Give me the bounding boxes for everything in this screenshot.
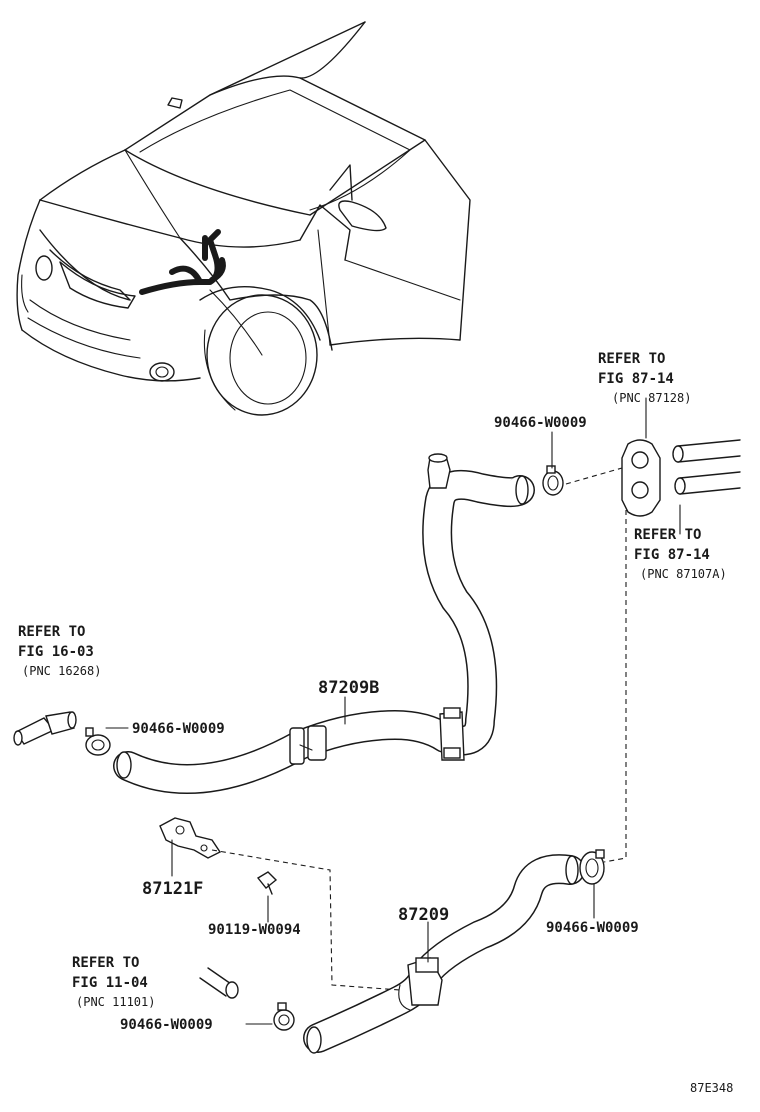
clamp-bottom-label: 90466-W0009 [120, 1017, 213, 1033]
clamp-top [542, 465, 564, 496]
refer-right-line1: REFER TO [634, 527, 701, 543]
refer-top-line2: FIG 87-14 [598, 371, 674, 387]
engine-pipe-bottom [199, 967, 239, 999]
refer-left-line2: FIG 16-03 [18, 644, 94, 660]
refer-top-line3: (PNC 87128) [612, 391, 691, 405]
heater-pipes [621, 439, 741, 517]
clamp-left [85, 727, 111, 756]
figure-code: 87E348 [690, 1081, 733, 1095]
hose-87209b [113, 453, 535, 794]
bracket-87121f [159, 817, 222, 859]
bracket-label: 87121F [142, 879, 203, 899]
clamp-bottom [273, 1002, 295, 1031]
bolt-90119 [256, 871, 278, 895]
refer-right-line2: FIG 87-14 [634, 547, 710, 563]
car-illustration [16, 21, 471, 416]
clamp-left-label: 90466-W0009 [132, 721, 225, 737]
refer-left-line3: (PNC 16268) [22, 664, 101, 678]
clamp-right-label: 90466-W0009 [546, 920, 639, 936]
refer-bottom-line2: FIG 11-04 [72, 975, 148, 991]
refer-bottom-line1: REFER TO [72, 955, 139, 971]
refer-bottom-line3: (PNC 11101) [76, 995, 155, 1009]
callout-labels: REFER TO FIG 87-14 (PNC 87128) 90466-W00… [18, 351, 733, 1095]
engine-pipe-left [13, 711, 77, 746]
refer-left-line1: REFER TO [18, 624, 85, 640]
hose-87209b-label: 87209B [318, 678, 379, 698]
refer-top-line1: REFER TO [598, 351, 665, 367]
hose-87209 [303, 854, 585, 1054]
hose-87209-label: 87209 [398, 905, 449, 925]
leader-lines [105, 397, 681, 1025]
refer-right-line3: (PNC 87107A) [640, 567, 727, 581]
bolt-label: 90119-W0094 [208, 922, 301, 938]
clamp-top-label: 90466-W0009 [494, 415, 587, 431]
clamp-right [579, 849, 605, 885]
